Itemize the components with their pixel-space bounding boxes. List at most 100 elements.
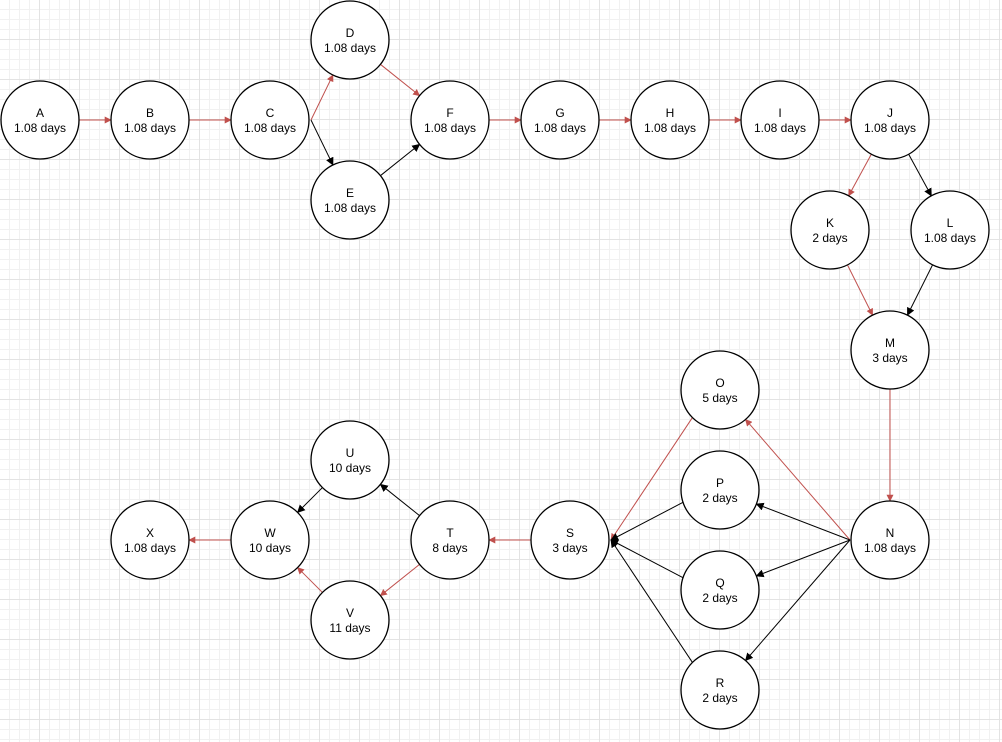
node-duration: 1.08 days	[324, 201, 376, 215]
node-label: C	[266, 106, 275, 120]
node-duration: 11 days	[329, 621, 370, 635]
node-circle	[680, 450, 760, 530]
node-duration: 10 days	[329, 461, 371, 475]
node-s[interactable]: S3 days	[530, 500, 610, 580]
edge-p-s	[610, 501, 684, 541]
node-j[interactable]: J1.08 days	[850, 80, 930, 160]
node-duration: 8 days	[432, 541, 467, 555]
node-l[interactable]: L1.08 days	[910, 190, 990, 270]
node-circle	[740, 80, 820, 160]
node-duration: 1.08 days	[324, 41, 376, 55]
node-label: J	[887, 106, 893, 120]
node-h[interactable]: H1.08 days	[630, 80, 710, 160]
node-label: K	[826, 216, 834, 230]
edges	[79, 63, 934, 663]
node-duration: 1.08 days	[124, 121, 176, 135]
node-duration: 2 days	[812, 231, 847, 245]
node-a[interactable]: A1.08 days	[0, 80, 80, 160]
node-circle	[680, 650, 760, 730]
node-label: O	[715, 376, 724, 390]
node-label: N	[886, 526, 895, 540]
node-circle	[230, 80, 310, 160]
node-circle	[630, 80, 710, 160]
edge-n-q	[755, 539, 851, 578]
node-g[interactable]: G1.08 days	[520, 80, 600, 160]
node-duration: 2 days	[702, 691, 737, 705]
node-b[interactable]: B1.08 days	[110, 80, 190, 160]
node-duration: 2 days	[702, 591, 737, 605]
edge-j-l	[908, 153, 932, 197]
edge-d-f	[380, 63, 421, 97]
node-duration: 1.08 days	[424, 121, 476, 135]
node-t[interactable]: T8 days	[410, 500, 490, 580]
node-duration: 1.08 days	[124, 541, 176, 555]
node-circle	[0, 80, 80, 160]
node-label: R	[716, 676, 725, 690]
node-label: M	[885, 336, 895, 350]
node-o[interactable]: O5 days	[680, 350, 760, 430]
edge-t-u	[379, 483, 420, 517]
edge-n-o	[745, 418, 851, 541]
edge-r-s	[610, 539, 693, 663]
node-duration: 1.08 days	[864, 121, 916, 135]
edge-c-d	[310, 74, 334, 121]
node-circle	[310, 0, 390, 80]
edge-u-w	[297, 487, 323, 513]
node-circle	[680, 550, 760, 630]
node-label: V	[346, 606, 354, 620]
node-label: X	[146, 526, 154, 540]
node-u[interactable]: U10 days	[310, 420, 390, 500]
node-duration: 1.08 days	[864, 541, 916, 555]
node-circle	[310, 580, 390, 660]
node-d[interactable]: D1.08 days	[310, 0, 390, 80]
node-duration: 10 days	[249, 541, 291, 555]
node-circle	[410, 500, 490, 580]
node-q[interactable]: Q2 days	[680, 550, 760, 630]
node-label: I	[778, 106, 781, 120]
node-circle	[850, 500, 930, 580]
edge-k-m	[846, 264, 874, 316]
node-circle	[110, 80, 190, 160]
node-circle	[850, 80, 930, 160]
node-label: D	[346, 26, 355, 40]
node-m[interactable]: M3 days	[850, 310, 930, 390]
node-label: T	[446, 526, 454, 540]
node-p[interactable]: P2 days	[680, 450, 760, 530]
node-circle	[680, 350, 760, 430]
node-v[interactable]: V11 days	[310, 580, 390, 660]
node-label: S	[566, 526, 574, 540]
edge-q-s	[610, 539, 684, 579]
node-k[interactable]: K2 days	[790, 190, 870, 270]
node-w[interactable]: W10 days	[230, 500, 310, 580]
node-circle	[850, 310, 930, 390]
node-duration: 1.08 days	[14, 121, 66, 135]
node-duration: 1.08 days	[924, 231, 976, 245]
node-label: B	[146, 106, 154, 120]
node-r[interactable]: R2 days	[680, 650, 760, 730]
node-label: L	[947, 216, 954, 230]
node-f[interactable]: F1.08 days	[410, 80, 490, 160]
node-label: F	[446, 106, 453, 120]
node-circle	[110, 500, 190, 580]
node-label: W	[264, 526, 276, 540]
node-x[interactable]: X1.08 days	[110, 500, 190, 580]
node-label: P	[716, 476, 724, 490]
node-label: A	[36, 106, 44, 120]
node-duration: 3 days	[552, 541, 587, 555]
node-circle	[310, 160, 390, 240]
node-i[interactable]: I1.08 days	[740, 80, 820, 160]
node-label: E	[346, 186, 354, 200]
edge-c-e	[310, 119, 334, 166]
node-label: G	[555, 106, 564, 120]
node-e[interactable]: E1.08 days	[310, 160, 390, 240]
edge-j-k	[848, 153, 872, 197]
node-duration: 1.08 days	[754, 121, 806, 135]
node-circle	[520, 80, 600, 160]
node-c[interactable]: C1.08 days	[230, 80, 310, 160]
edge-v-w	[297, 567, 323, 593]
node-label: H	[666, 106, 675, 120]
node-circle	[310, 420, 390, 500]
node-n[interactable]: N1.08 days	[850, 500, 930, 580]
edge-l-m	[906, 264, 934, 316]
